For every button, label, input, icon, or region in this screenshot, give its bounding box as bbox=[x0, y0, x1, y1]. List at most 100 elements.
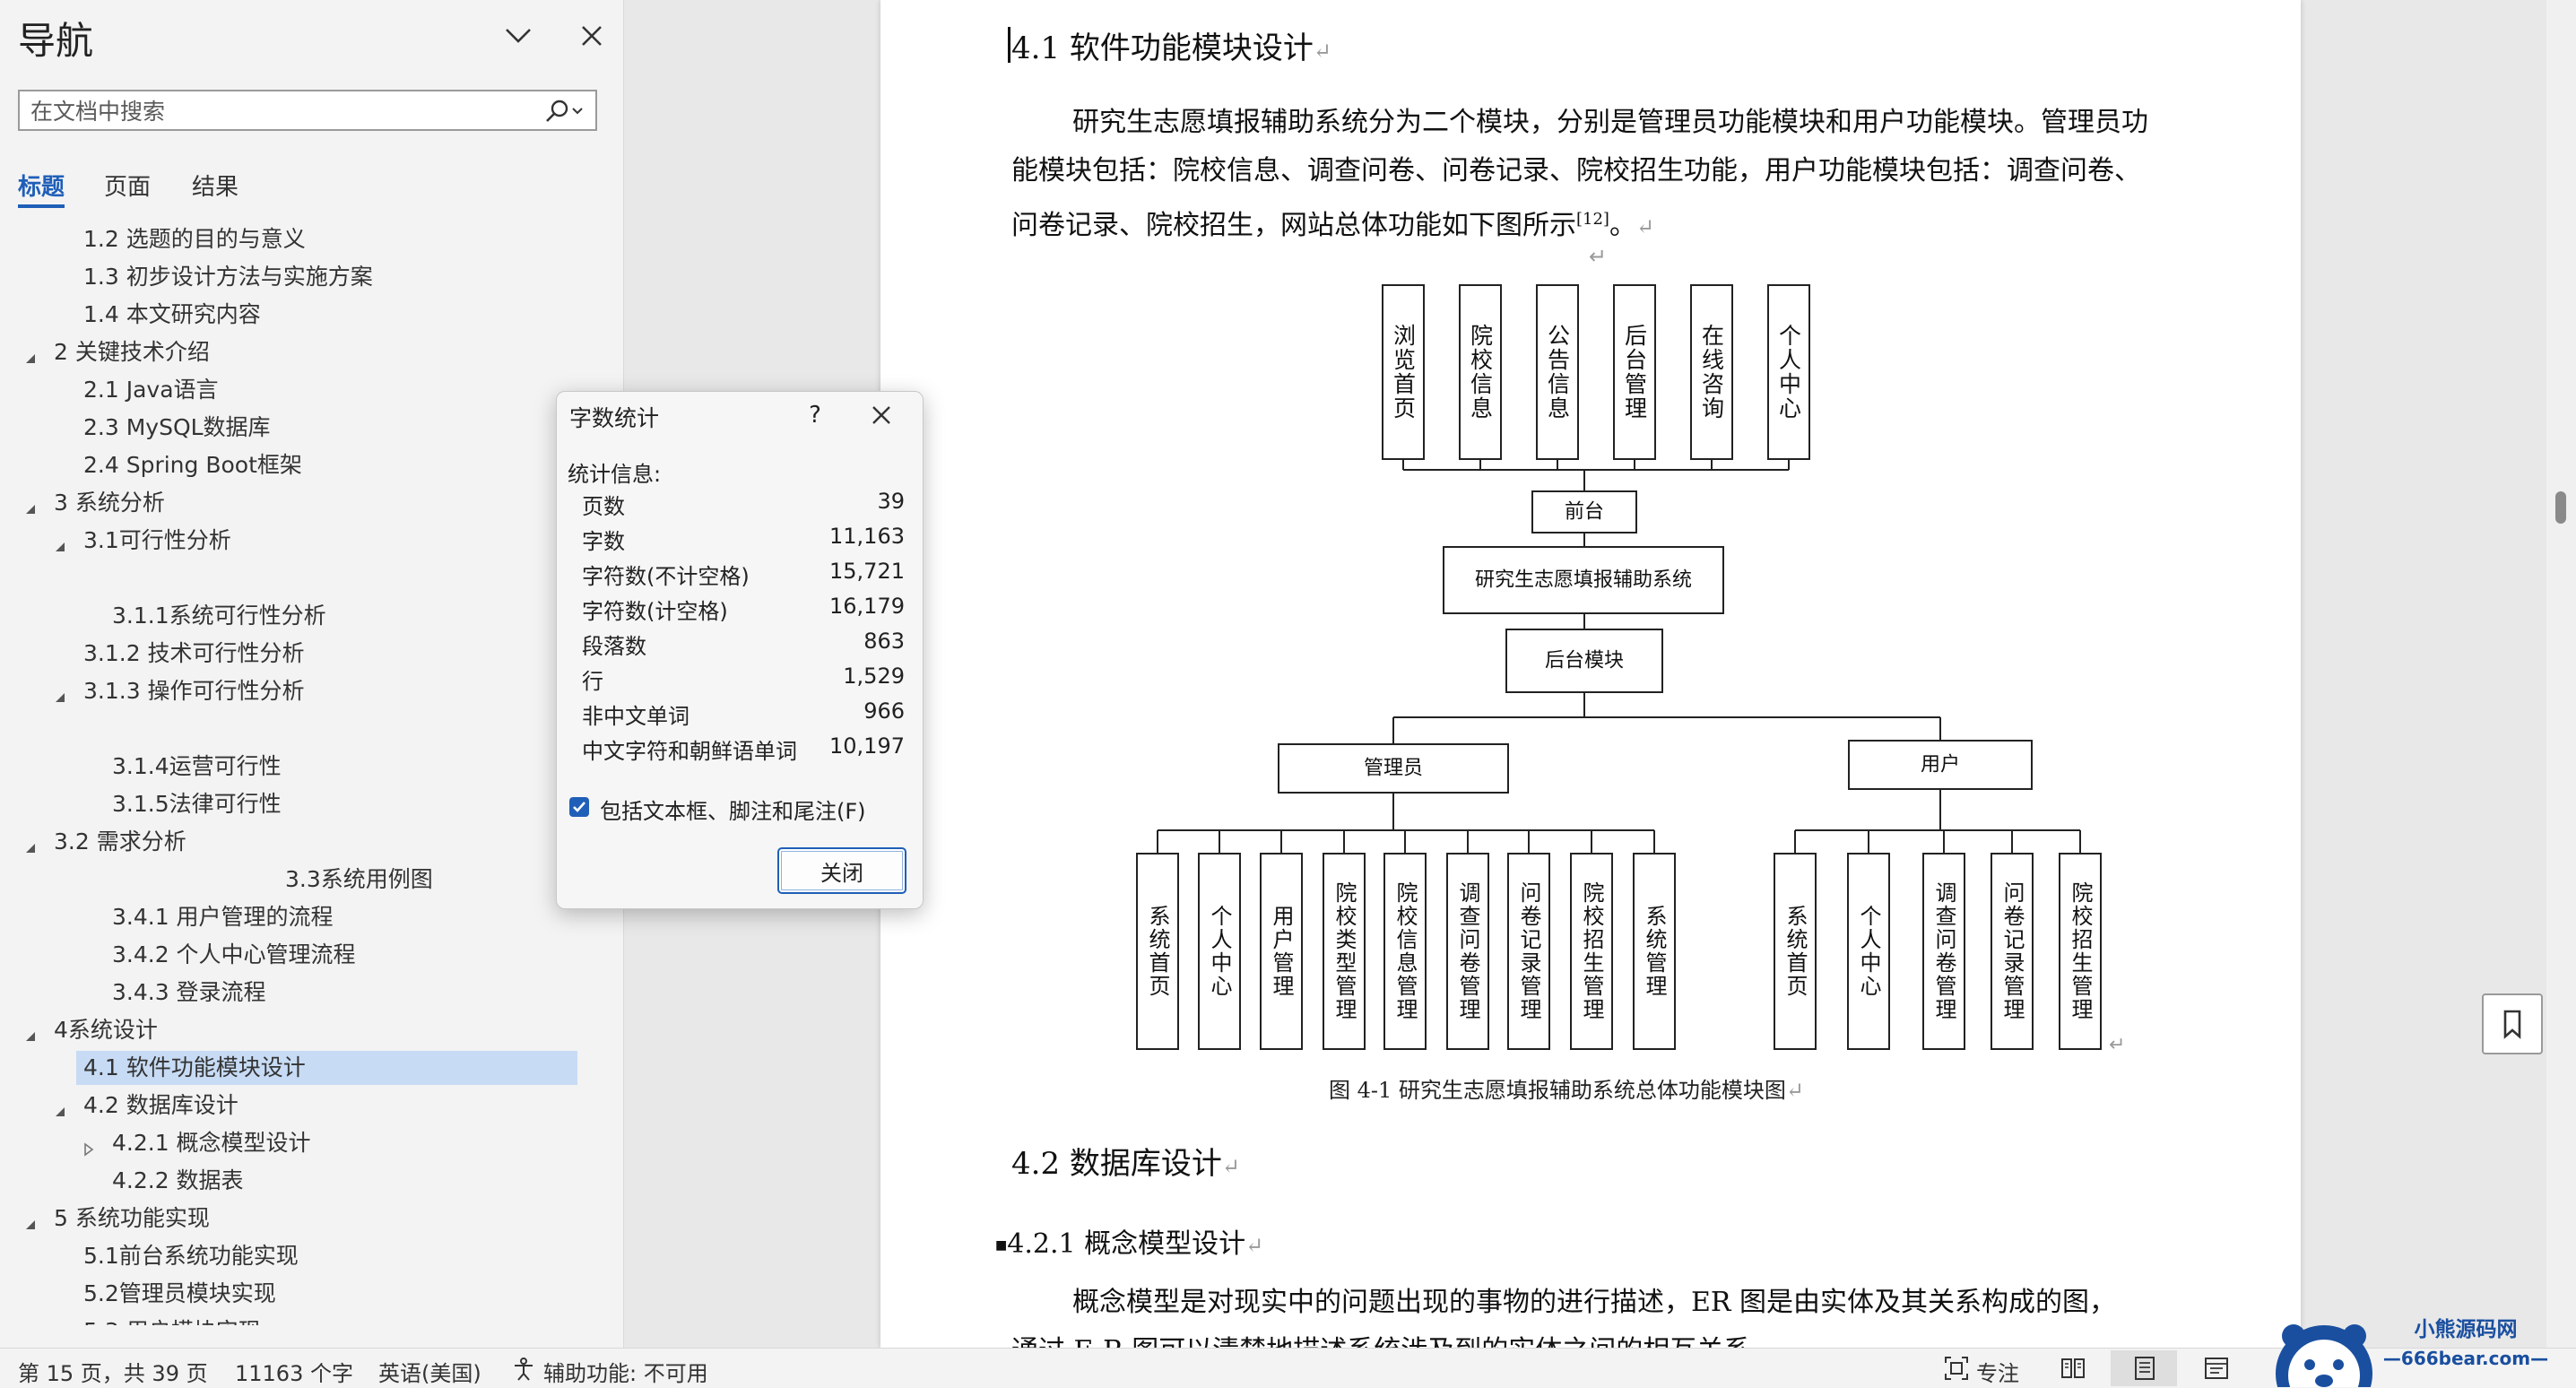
admin-module: 院校类型管理 bbox=[1331, 881, 1357, 1021]
watermark-brand: 小熊源码网 bbox=[2415, 1317, 2518, 1341]
stat-value: 11,163 bbox=[829, 524, 905, 549]
user-node: 用户 bbox=[1921, 754, 1960, 776]
collapsed-triangle-icon[interactable] bbox=[80, 1134, 98, 1157]
focus-icon[interactable] bbox=[1942, 1354, 1971, 1383]
nav-heading-item[interactable]: 3.4.1 用户管理的流程 bbox=[112, 900, 334, 934]
nav-heading-item[interactable]: 3.4.3 登录流程 bbox=[112, 976, 266, 1010]
nav-heading-item[interactable]: 3.3系统用例图 bbox=[285, 863, 433, 897]
nav-heading-label: 2.1 Java语言 bbox=[83, 377, 219, 403]
nav-heading-item[interactable]: 4.2.1 概念模型设计 bbox=[84, 1126, 311, 1160]
help-button[interactable]: ? bbox=[809, 402, 821, 429]
nav-heading-item[interactable]: 4.2 数据库设计 bbox=[56, 1089, 239, 1123]
close-icon[interactable] bbox=[572, 16, 611, 56]
nav-heading-item[interactable]: 1.4 本文研究内容 bbox=[83, 298, 261, 332]
active-tab-indicator bbox=[18, 204, 65, 208]
expand-triangle-icon[interactable] bbox=[51, 532, 69, 551]
nav-heading-label: 5 系统功能实现 bbox=[54, 1205, 210, 1231]
expand-triangle-icon[interactable] bbox=[22, 833, 39, 853]
nav-heading-item[interactable]: 1.2 选题的目的与意义 bbox=[83, 222, 306, 256]
nav-heading-item[interactable]: 3.4.2 个人中心管理流程 bbox=[112, 938, 356, 972]
front-module-box bbox=[1536, 284, 1579, 460]
read-mode-icon[interactable] bbox=[2059, 1354, 2087, 1383]
nav-heading-item[interactable]: 3.1可行性分析 bbox=[56, 524, 231, 558]
tab-results[interactable]: 结果 bbox=[192, 174, 239, 201]
nav-heading-item[interactable]: 3.1.4运营可行性 bbox=[112, 750, 282, 784]
nav-heading-item[interactable]: 2.1 Java语言 bbox=[83, 373, 219, 407]
nav-heading-label: 5.3 用户模块实现 bbox=[83, 1318, 261, 1325]
print-layout-icon[interactable] bbox=[2130, 1354, 2159, 1383]
heading-4-2-1: ■4.2.1 概念模型设计↵ bbox=[995, 1228, 1264, 1260]
nav-heading-label: 3.1.5法律可行性 bbox=[112, 791, 282, 817]
web-layout-icon[interactable] bbox=[2202, 1354, 2231, 1383]
stat-label: 行 bbox=[582, 669, 603, 694]
nav-heading-item[interactable]: 3.1.2 技术可行性分析 bbox=[83, 637, 305, 671]
search-box[interactable] bbox=[18, 90, 597, 131]
stat-row: 字符数(计空格)16,179 bbox=[582, 594, 905, 628]
scrollbar-thumb[interactable] bbox=[2555, 491, 2566, 524]
backend-node: 后台模块 bbox=[1545, 650, 1624, 672]
nav-heading-item[interactable]: 2.4 Spring Boot框架 bbox=[83, 448, 302, 482]
nav-heading-item[interactable]: 3.1.5法律可行性 bbox=[112, 787, 282, 821]
nav-heading-item[interactable]: 4系统设计 bbox=[26, 1013, 158, 1047]
admin-module-box bbox=[1446, 853, 1489, 1050]
user-module: 调查问卷管理 bbox=[1931, 881, 1956, 1021]
nav-heading-item[interactable]: 5.2管理员模块实现 bbox=[83, 1277, 276, 1311]
word-count-indicator[interactable]: 11163 个字 bbox=[235, 1361, 353, 1386]
language-indicator[interactable]: 英语(美国) bbox=[378, 1361, 481, 1386]
nav-heading-label: 3.1.4运营可行性 bbox=[112, 753, 282, 779]
admin-module-box bbox=[1323, 853, 1366, 1050]
nav-heading-item[interactable]: 2.3 MySQL数据库 bbox=[83, 411, 271, 445]
active-view-highlight bbox=[2111, 1350, 2177, 1386]
expand-triangle-icon[interactable] bbox=[51, 1097, 69, 1116]
expand-triangle-icon[interactable] bbox=[51, 682, 69, 702]
expand-triangle-icon[interactable] bbox=[51, 1323, 69, 1325]
chevron-down-icon[interactable] bbox=[499, 16, 538, 56]
nav-heading-item[interactable]: 3.2 需求分析 bbox=[26, 825, 186, 859]
search-input[interactable] bbox=[29, 97, 534, 126]
close-button[interactable]: 关闭 bbox=[777, 847, 906, 894]
front-module: 个人中心 bbox=[1776, 324, 1802, 421]
tab-headings[interactable]: 标题 bbox=[18, 174, 65, 201]
expand-triangle-icon[interactable] bbox=[22, 1210, 39, 1229]
function-module-diagram: 浏览首页院校信息公告信息后台管理在线咨询个人中心前台研究生志愿填报辅助系统后台模… bbox=[1136, 284, 2125, 1056]
focus-mode-label[interactable]: 专注 bbox=[1976, 1361, 2019, 1386]
accessibility-status[interactable]: 辅助功能: 不可用 bbox=[543, 1361, 708, 1386]
nav-heading-item[interactable]: 2 关键技术介绍 bbox=[26, 335, 210, 369]
nav-heading-item[interactable]: 5 系统功能实现 bbox=[26, 1201, 210, 1236]
paragraph-er: 概念模型是对现实中的问题出现的事物的进行描述，ER 图是由实体及其关系构成的图， bbox=[1072, 1287, 2117, 1318]
admin-module-box bbox=[1198, 853, 1241, 1050]
expand-triangle-icon[interactable] bbox=[22, 343, 39, 363]
nav-heading-label: 3.4.3 登录流程 bbox=[112, 979, 266, 1005]
search-icon[interactable] bbox=[540, 97, 586, 126]
stat-value: 1,529 bbox=[843, 664, 905, 689]
nav-heading-item[interactable]: 4.1 软件功能模块设计 bbox=[76, 1051, 577, 1085]
system-node-box bbox=[1443, 546, 1724, 614]
nav-heading-item[interactable]: 4.2.2 数据表 bbox=[112, 1164, 244, 1198]
accessibility-icon[interactable] bbox=[509, 1354, 538, 1383]
nav-heading-label: 4.2.2 数据表 bbox=[112, 1167, 244, 1193]
nav-heading-item[interactable]: 1.3 初步设计方法与实施方案 bbox=[83, 260, 373, 294]
nav-heading-item[interactable]: 3 系统分析 bbox=[26, 486, 165, 520]
nav-heading-label: 3.3系统用例图 bbox=[285, 866, 433, 892]
expand-triangle-icon[interactable] bbox=[22, 1021, 39, 1041]
nav-heading-item[interactable]: 3.1.3 操作可行性分析 bbox=[56, 674, 305, 708]
heading-4-2: 4.2 数据库设计↵ bbox=[1011, 1146, 1240, 1182]
front-module-box bbox=[1690, 284, 1733, 460]
nav-heading-label: 3.1.1系统可行性分析 bbox=[112, 603, 326, 629]
paragraph-er-continued: 通过 E-R 图可以清楚地描述系统涉及到的实体之间的相互关系。 bbox=[1011, 1327, 2177, 1348]
vertical-scrollbar[interactable] bbox=[2546, 0, 2576, 1348]
bookmark-icon[interactable] bbox=[2482, 993, 2543, 1054]
nav-heading-item[interactable]: 3.1.1系统可行性分析 bbox=[112, 599, 326, 633]
backend-node-box bbox=[1505, 629, 1663, 693]
dialog-close-icon[interactable] bbox=[862, 395, 901, 435]
nav-heading-item[interactable]: 5.1前台系统功能实现 bbox=[83, 1239, 299, 1273]
expand-triangle-icon[interactable] bbox=[22, 494, 39, 514]
tab-pages[interactable]: 页面 bbox=[104, 174, 152, 201]
checkbox-checked-icon[interactable] bbox=[569, 797, 589, 817]
admin-module: 调查问卷管理 bbox=[1455, 881, 1480, 1021]
nav-heading-item[interactable]: 5.3 用户模块实现 bbox=[83, 1314, 261, 1325]
page-indicator[interactable]: 第 15 页，共 39 页 bbox=[18, 1361, 208, 1386]
